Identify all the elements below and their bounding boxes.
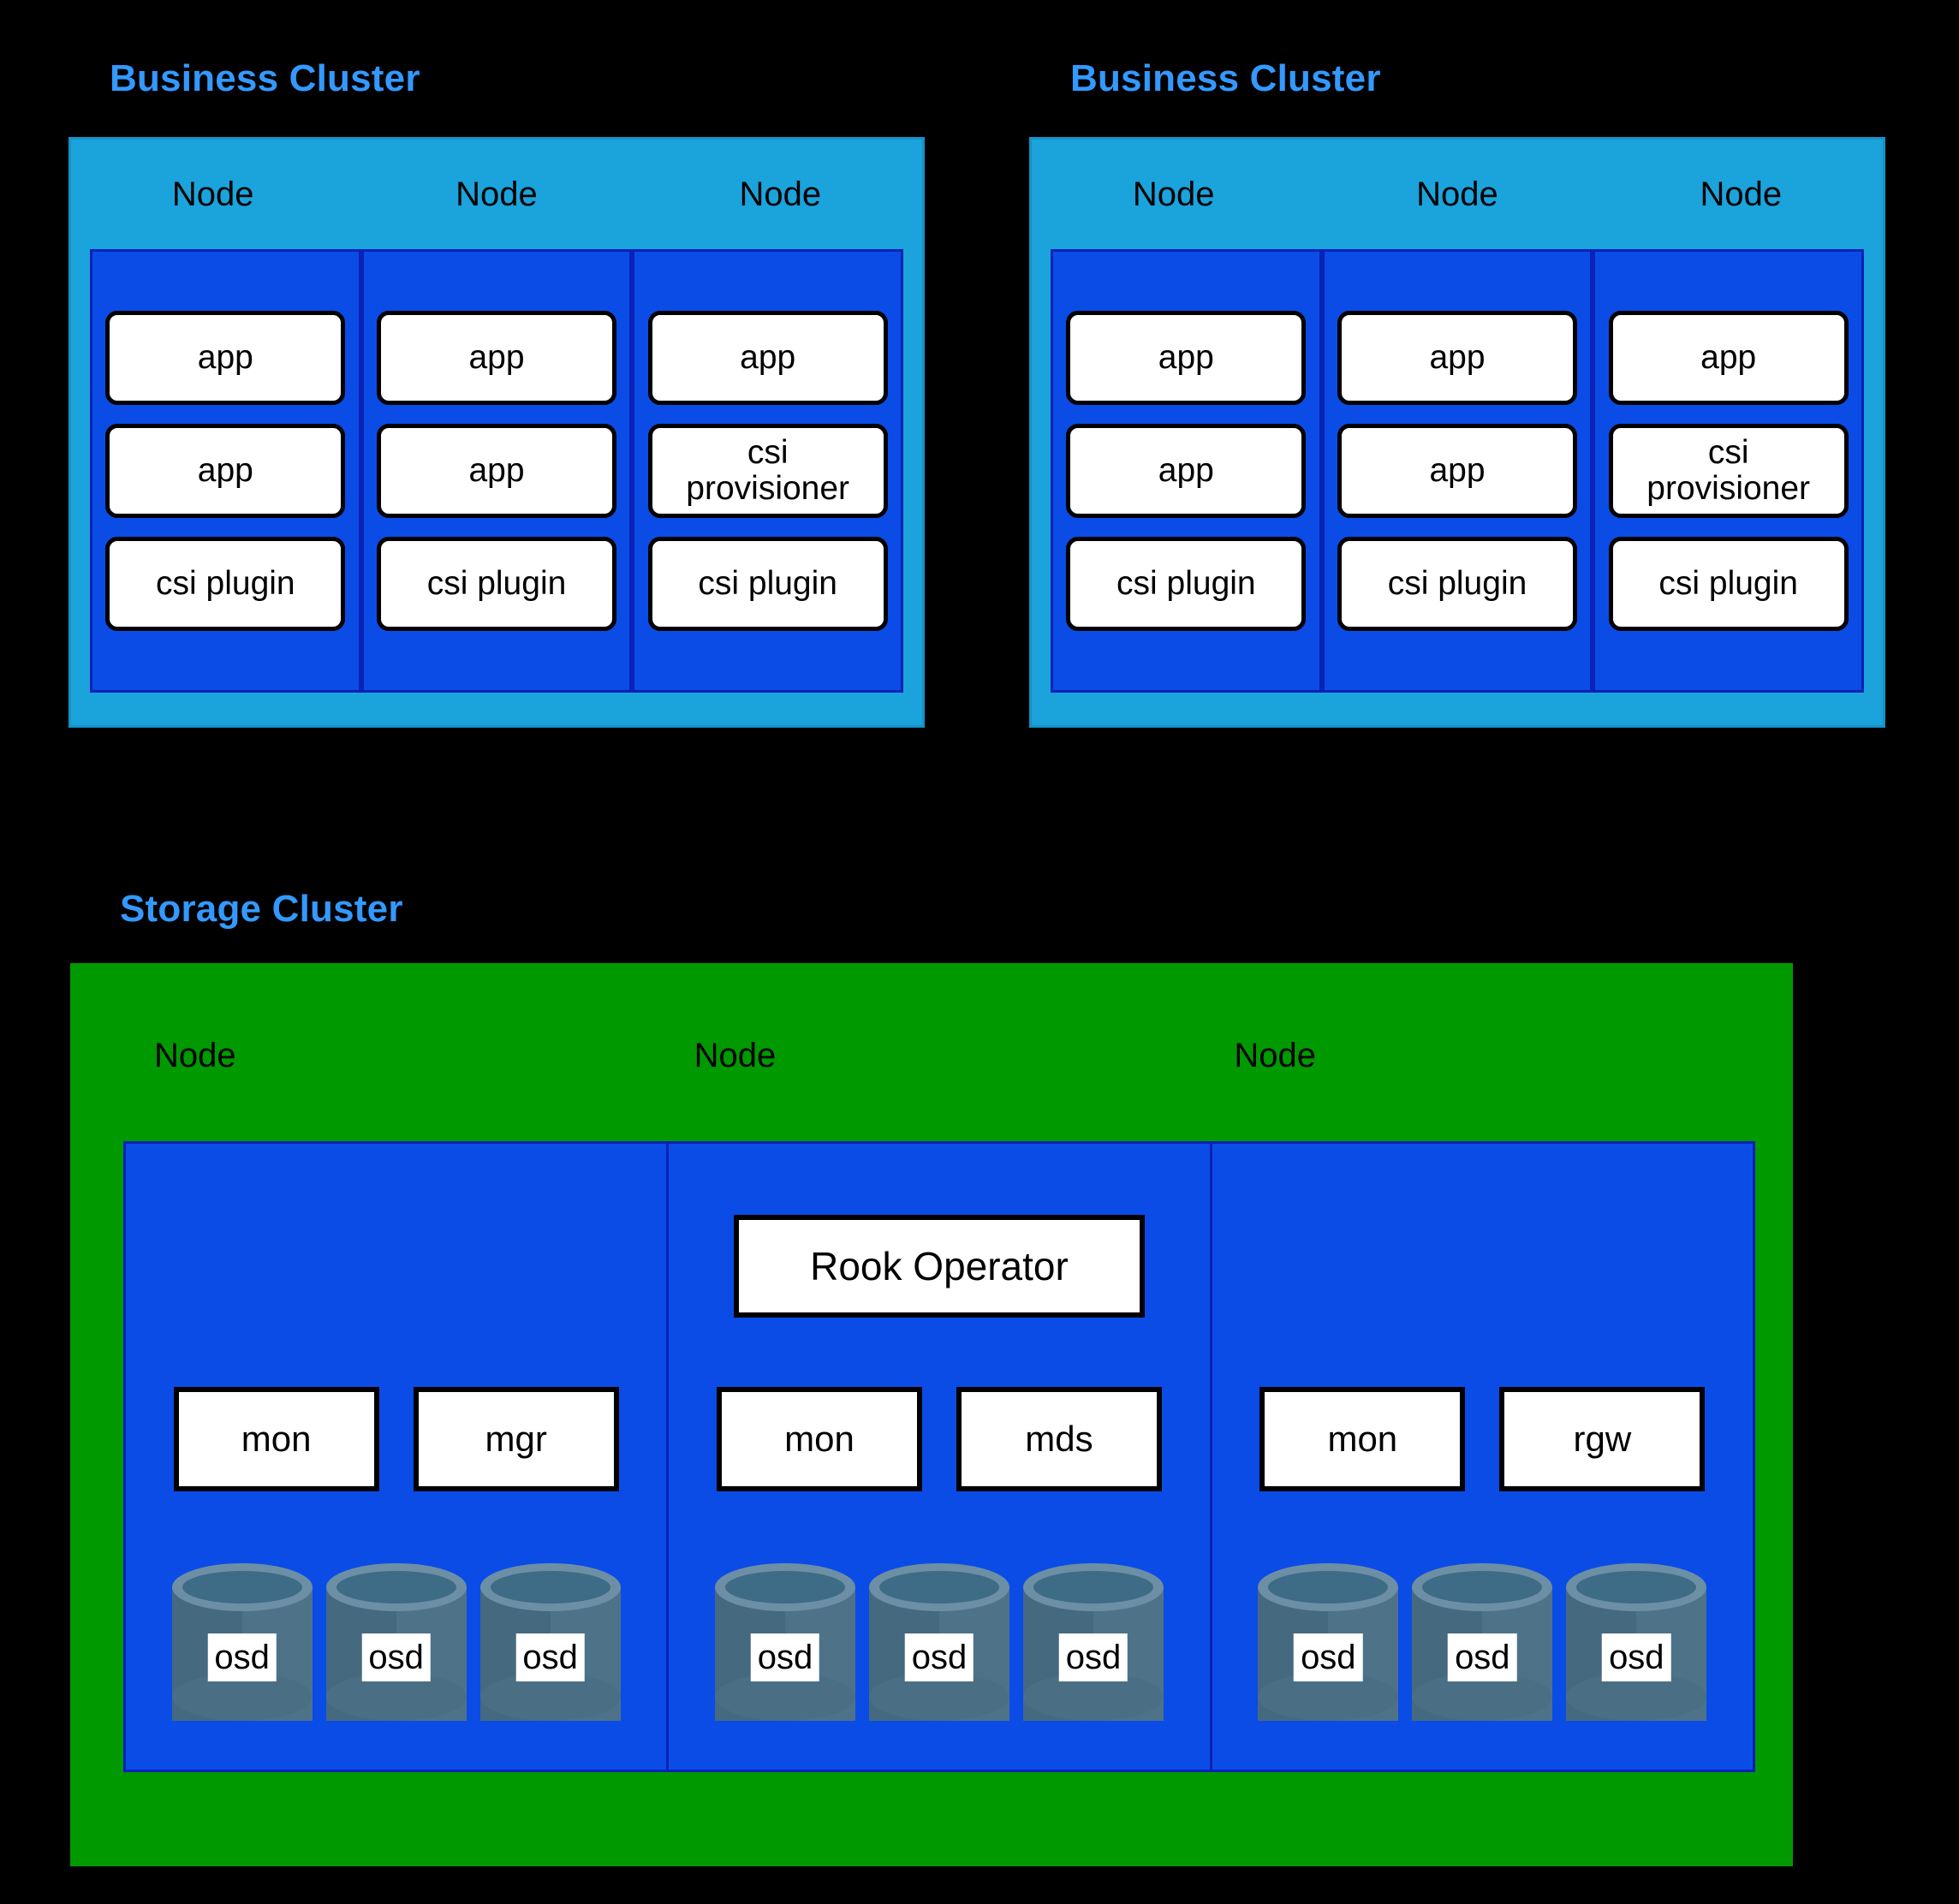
osd-cylinder[interactable]: osd xyxy=(714,1563,855,1743)
pod-mon[interactable]: mon xyxy=(173,1387,379,1491)
osd-label: osd xyxy=(207,1633,277,1681)
pod-app[interactable]: app xyxy=(1066,424,1307,518)
osd-cylinder[interactable]: osd xyxy=(1022,1563,1164,1743)
bc1-node-2: app app csi plugin xyxy=(360,249,633,693)
pod-csi-provisioner[interactable]: csi provisioner xyxy=(647,424,888,518)
osd-rim-inner xyxy=(1033,1571,1153,1604)
pod-mds[interactable]: mds xyxy=(956,1387,1162,1491)
storage-cluster: Node Node Node mon mgr osd xyxy=(70,963,1793,1866)
osd-label: osd xyxy=(1058,1633,1128,1681)
pod-app[interactable]: app xyxy=(377,311,616,405)
sc-node-3-osds: osd osd xyxy=(1212,1563,1753,1760)
pod-app[interactable]: app xyxy=(1337,424,1577,518)
osd-cylinder[interactable]: osd xyxy=(868,1563,1009,1743)
osd-label: osd xyxy=(1602,1633,1671,1681)
osd-rim-inner xyxy=(182,1571,302,1604)
bc1-nodes: app app csi plugin app app csi plugin ap… xyxy=(90,249,904,693)
bc2-node-labels: Node Node Node xyxy=(1032,140,1883,249)
pod-mon[interactable]: mon xyxy=(1259,1387,1466,1491)
sc-node-2-daemons: mon mds xyxy=(669,1383,1209,1495)
osd-rim-inner xyxy=(878,1571,999,1604)
pod-csi-plugin[interactable]: csi plugin xyxy=(647,537,888,631)
osd-cylinder[interactable]: osd xyxy=(325,1563,467,1743)
osd-rim-inner xyxy=(1268,1571,1389,1604)
pod-csi-plugin[interactable]: csi plugin xyxy=(377,537,616,631)
bc1-node-2-label: Node xyxy=(456,176,538,213)
pod-app[interactable]: app xyxy=(647,311,888,405)
bc2-nodes: app app csi plugin app app csi plugin ap… xyxy=(1051,249,1865,693)
osd-cylinder[interactable]: osd xyxy=(479,1563,621,1743)
osd-cylinder[interactable]: osd xyxy=(1412,1563,1553,1743)
sc-node-2-operator-row: Rook Operator xyxy=(669,1211,1209,1322)
osd-rim-inner xyxy=(724,1571,845,1604)
sc-node-2-osds: osd osd xyxy=(669,1563,1209,1760)
osd-label: osd xyxy=(904,1633,974,1681)
bc2-node-3: app csi provisioner csi plugin xyxy=(1593,249,1865,693)
sc-nodes: mon mgr osd xyxy=(123,1141,1755,1772)
osd-label: osd xyxy=(750,1633,820,1681)
business-cluster-2-title: Business Cluster xyxy=(1070,57,1381,99)
osd-label: osd xyxy=(1448,1633,1517,1681)
sc-node-3: mon rgw osd xyxy=(1212,1144,1753,1770)
pod-csi-provisioner[interactable]: csi provisioner xyxy=(1608,424,1849,518)
osd-cylinder[interactable]: osd xyxy=(1258,1563,1399,1743)
storage-cluster-title: Storage Cluster xyxy=(120,888,403,930)
sc-node-labels: Node Node Node xyxy=(122,1038,1742,1116)
osd-rim-inner xyxy=(1576,1571,1697,1604)
pod-app[interactable]: app xyxy=(377,424,616,518)
osd-cylinder[interactable]: osd xyxy=(1566,1563,1707,1743)
business-cluster-1: Node Node Node app app csi plugin app ap… xyxy=(68,137,925,728)
osd-rim-inner xyxy=(490,1571,610,1604)
bc1-node-1: app app csi plugin xyxy=(90,249,361,693)
bc1-node-3-label: Node xyxy=(739,176,822,213)
pod-app[interactable]: app xyxy=(1608,311,1849,405)
business-cluster-1-title: Business Cluster xyxy=(110,57,420,99)
pod-csi-plugin[interactable]: csi plugin xyxy=(1337,537,1577,631)
sc-node-1-osds: osd osd xyxy=(126,1563,666,1760)
pod-app[interactable]: app xyxy=(105,311,346,405)
bc2-node-2: app app csi plugin xyxy=(1321,249,1593,693)
bc1-node-3: app csi provisioner csi plugin xyxy=(632,249,904,693)
sc-node-1-daemons: mon mgr xyxy=(126,1383,666,1495)
pod-csi-plugin[interactable]: csi plugin xyxy=(1066,537,1307,631)
bc2-node-1-label: Node xyxy=(1132,176,1215,213)
bc2-node-1: app app csi plugin xyxy=(1051,249,1322,693)
sc-node-1-label: Node xyxy=(154,1037,236,1074)
osd-label: osd xyxy=(361,1633,431,1681)
pod-app[interactable]: app xyxy=(1337,311,1577,405)
pod-mon[interactable]: mon xyxy=(716,1387,922,1491)
pod-rook-operator[interactable]: Rook Operator xyxy=(733,1215,1145,1318)
sc-node-2: Rook Operator mon mds osd xyxy=(669,1144,1212,1770)
business-cluster-2: Node Node Node app app csi plugin app ap… xyxy=(1029,137,1885,728)
pod-rgw[interactable]: rgw xyxy=(1499,1387,1706,1491)
osd-cylinder[interactable]: osd xyxy=(171,1563,313,1743)
sc-node-3-daemons: mon rgw xyxy=(1212,1383,1753,1495)
osd-label: osd xyxy=(1294,1633,1363,1681)
bc1-node-1-label: Node xyxy=(171,176,254,213)
bc2-node-3-label: Node xyxy=(1700,176,1783,213)
bc2-node-2-label: Node xyxy=(1416,176,1498,213)
pod-csi-plugin[interactable]: csi plugin xyxy=(105,537,346,631)
osd-rim-inner xyxy=(1422,1571,1543,1604)
sc-node-3-label: Node xyxy=(1234,1037,1316,1074)
pod-app[interactable]: app xyxy=(1066,311,1307,405)
osd-rim-inner xyxy=(336,1571,456,1604)
sc-node-1: mon mgr osd xyxy=(126,1144,670,1770)
pod-mgr[interactable]: mgr xyxy=(413,1387,619,1491)
osd-label: osd xyxy=(515,1633,585,1681)
bc1-node-labels: Node Node Node xyxy=(71,140,922,249)
pod-app[interactable]: app xyxy=(105,424,346,518)
pod-csi-plugin[interactable]: csi plugin xyxy=(1608,537,1849,631)
sc-node-2-label: Node xyxy=(694,1037,777,1074)
